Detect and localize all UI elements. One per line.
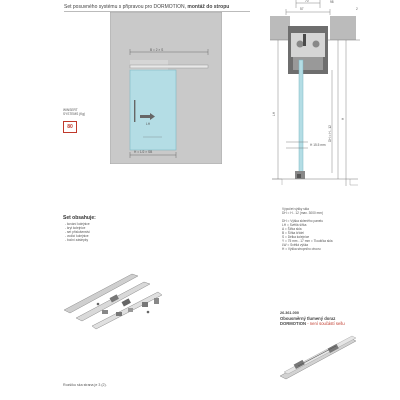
set-contents-item: - kování kolejnice bbox=[65, 222, 90, 226]
section-drawing bbox=[270, 0, 360, 186]
title-bold: montáž do stropu bbox=[187, 4, 230, 10]
legend-line: LH = Světlá šířka bbox=[282, 223, 307, 227]
glass-panel bbox=[129, 69, 177, 151]
rail-piece bbox=[63, 273, 139, 314]
section-dim-lh: LH bbox=[272, 111, 276, 116]
legend-line: LW = Světlá výška bbox=[282, 243, 309, 247]
dim-bottom-label: H = 1/2 × SB bbox=[134, 150, 153, 154]
section-dim-d: 2 bbox=[356, 7, 358, 11]
product-code: 26.361.000 bbox=[280, 311, 300, 315]
footer-note: Rozšíku ska strana je 3 (2). bbox=[63, 383, 107, 387]
legend-line: DH = Výška skleněho panelu bbox=[282, 219, 324, 223]
set-illustration bbox=[63, 273, 163, 330]
legend-line: A = Šířka skla bbox=[282, 227, 302, 231]
ceiling-right bbox=[330, 16, 356, 40]
legend-line: DH = H - 12 (max. 3000 mm) bbox=[282, 211, 324, 215]
set-contents-list: - kování kolejnice - kryt kolejnice - se… bbox=[65, 222, 90, 242]
set-contents-item: - vodicí kolejnice bbox=[65, 234, 89, 238]
set-contents-heading: Set obsahuje: bbox=[63, 215, 96, 221]
guide-piece bbox=[91, 291, 163, 330]
page-title: Set posuvného systému s připravou pro DO… bbox=[64, 4, 229, 10]
legend-line: Výpočet výšky skla bbox=[282, 207, 309, 211]
dim-top-label: B = 2 × S bbox=[150, 48, 164, 52]
brand-name-line1: WINSERT bbox=[63, 108, 78, 112]
legend-line: H = Výška stropního otvoru bbox=[282, 247, 321, 251]
door-handle bbox=[134, 100, 136, 122]
header-rule bbox=[64, 11, 250, 12]
section-rail-dim: H 15.5 mm bbox=[310, 143, 326, 147]
damper-illustration bbox=[279, 335, 357, 380]
glass-section bbox=[298, 59, 304, 174]
brand-name-line2: SYSTEMS (Kg) bbox=[63, 112, 86, 116]
rail-inner bbox=[291, 33, 325, 57]
section-dim-c: 57 bbox=[300, 7, 304, 11]
legend-line: S = Délka kolejnice bbox=[282, 235, 310, 239]
product-line1: Obousměrný tlumený doraz bbox=[280, 316, 336, 321]
elevation-drawing bbox=[110, 12, 222, 164]
title-regular: Set posuvného systému s připravou pro DO… bbox=[64, 4, 188, 10]
set-contents-item: - kryt kolejnice bbox=[65, 226, 86, 230]
product-brand: DORMOTION bbox=[280, 321, 307, 326]
ceiling-left bbox=[270, 16, 290, 40]
section-dim-h: H bbox=[341, 117, 345, 120]
set-contents-item: - boční záslepky bbox=[65, 238, 89, 242]
section-dim-a: 70 bbox=[305, 0, 309, 3]
slide-direction-arrow-icon bbox=[140, 113, 155, 120]
product-line2-rest: - není součástí sešu bbox=[306, 321, 345, 326]
section-dim-dh: DH = H - 12 bbox=[328, 125, 332, 142]
legend-line: B = Šířka křídel bbox=[282, 231, 304, 235]
top-rail bbox=[129, 64, 209, 69]
legend-block: Výpočet výšky skla DH = H - 12 (max. 300… bbox=[282, 207, 333, 251]
product-line2: DORMOTION - není součástí sešu bbox=[280, 321, 345, 326]
set-contents-item: - set příslušenství bbox=[65, 230, 90, 234]
legend-line: Y = 75 mm - 17 mm = Tloušťka skla bbox=[282, 239, 333, 243]
load-capacity-badge: 80 bbox=[63, 121, 77, 133]
section-dim-b: 98 bbox=[330, 0, 334, 4]
panel-letter: LH bbox=[146, 122, 151, 126]
